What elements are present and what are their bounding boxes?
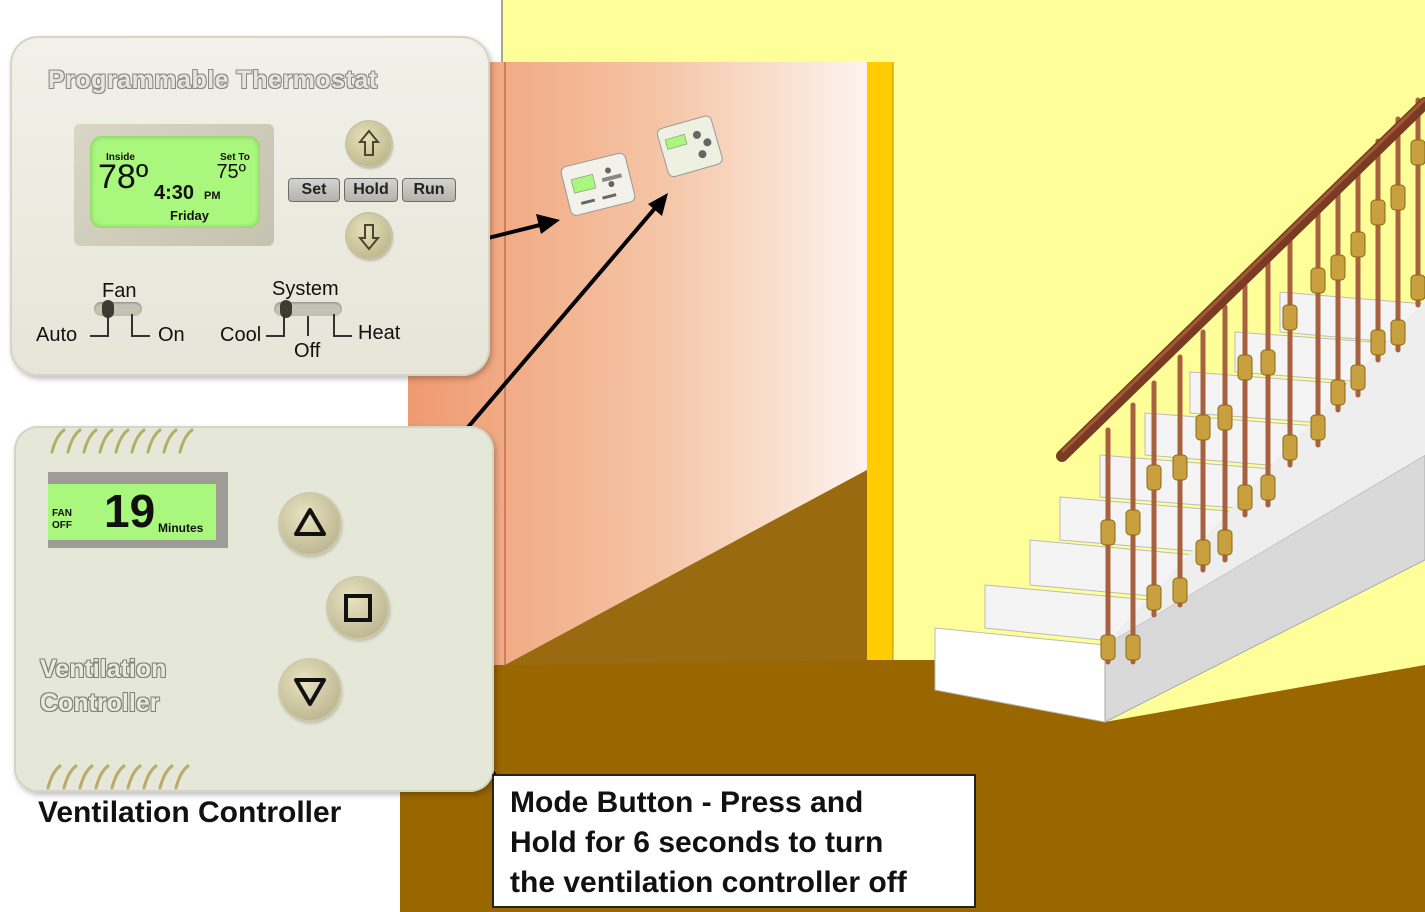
controller-up-button[interactable]	[280, 494, 340, 554]
clock-time: 4:30	[154, 182, 195, 204]
controller-title-line2: Controller	[40, 689, 160, 717]
triangle-down-icon	[294, 678, 326, 706]
fan-label: Fan	[102, 280, 137, 302]
thermostat-panel: Programmable Thermostat Inside Set To 78…	[10, 36, 490, 376]
ventilation-controller-panel: FAN OFF 19 Minutes Ventilation Controlle…	[14, 426, 494, 792]
fan-option-auto[interactable]: Auto	[36, 324, 78, 346]
fan-option-on[interactable]: On	[158, 324, 185, 346]
controller-display: FAN OFF 19 Minutes	[48, 484, 216, 540]
up-arrow-icon	[357, 129, 381, 156]
triangle-up-icon	[294, 508, 326, 536]
callout-line-2: Hold for 6 seconds to turn	[510, 826, 884, 859]
callout-line-3: the ventilation controller off	[510, 866, 907, 899]
wall-ventilation-controller-icon	[656, 115, 723, 178]
top-vent-grille-icon	[50, 428, 194, 454]
salmon-wall	[408, 62, 867, 665]
fan-status-line1: FAN	[52, 508, 72, 519]
fan-switch-knob[interactable]	[102, 300, 114, 318]
inside-label: Inside	[106, 152, 135, 163]
hold-button[interactable]: Hold	[344, 178, 398, 202]
down-arrow-icon	[357, 224, 381, 251]
system-option-off[interactable]: Off	[294, 340, 321, 362]
system-switch[interactable]	[274, 300, 342, 318]
mode-button[interactable]	[328, 578, 388, 638]
mode-button-callout: Mode Button - Press and Hold for 6 secon…	[492, 774, 976, 908]
controller-title-line1: Ventilation	[40, 655, 167, 683]
door-trim	[867, 62, 893, 660]
wall-thermostat-icon	[560, 152, 636, 216]
inside-temperature: 78º	[98, 158, 149, 196]
controller-title: Ventilation Controller	[40, 652, 166, 720]
set-temperature: 75º	[216, 161, 246, 183]
minutes-value: 19	[104, 485, 156, 537]
controller-caption: Ventilation Controller	[38, 796, 342, 829]
bottom-vent-grille-icon	[46, 764, 190, 790]
set-button[interactable]: Set	[288, 178, 340, 202]
run-button[interactable]: Run	[402, 178, 456, 202]
system-option-heat[interactable]: Heat	[358, 322, 401, 344]
thermostat-up-button[interactable]	[347, 122, 391, 166]
system-switch-leads	[266, 314, 352, 337]
system-option-cool[interactable]: Cool	[220, 324, 262, 346]
fan-status-line2: OFF	[52, 520, 72, 531]
system-switch-knob[interactable]	[280, 300, 292, 318]
baluster-rings	[1100, 139, 1425, 661]
minutes-unit: Minutes	[158, 521, 204, 535]
day-of-week: Friday	[170, 208, 210, 223]
clock-ampm: PM	[204, 190, 221, 202]
callout-line-1: Mode Button - Press and	[510, 786, 864, 819]
controller-down-button[interactable]	[280, 660, 340, 720]
thermostat-down-button[interactable]	[347, 214, 391, 258]
fan-switch[interactable]	[94, 300, 142, 318]
system-label: System	[272, 278, 339, 300]
set-to-label: Set To	[220, 152, 250, 163]
fan-switch-leads	[90, 314, 150, 337]
thermostat-title: Programmable Thermostat	[48, 66, 378, 94]
thermostat-display: Inside Set To 78º 75º 4:30 PM Friday	[90, 136, 260, 228]
balusters	[1105, 97, 1421, 665]
fan-status: FAN OFF	[52, 508, 72, 532]
handrail	[1056, 97, 1425, 462]
square-icon	[344, 594, 372, 622]
